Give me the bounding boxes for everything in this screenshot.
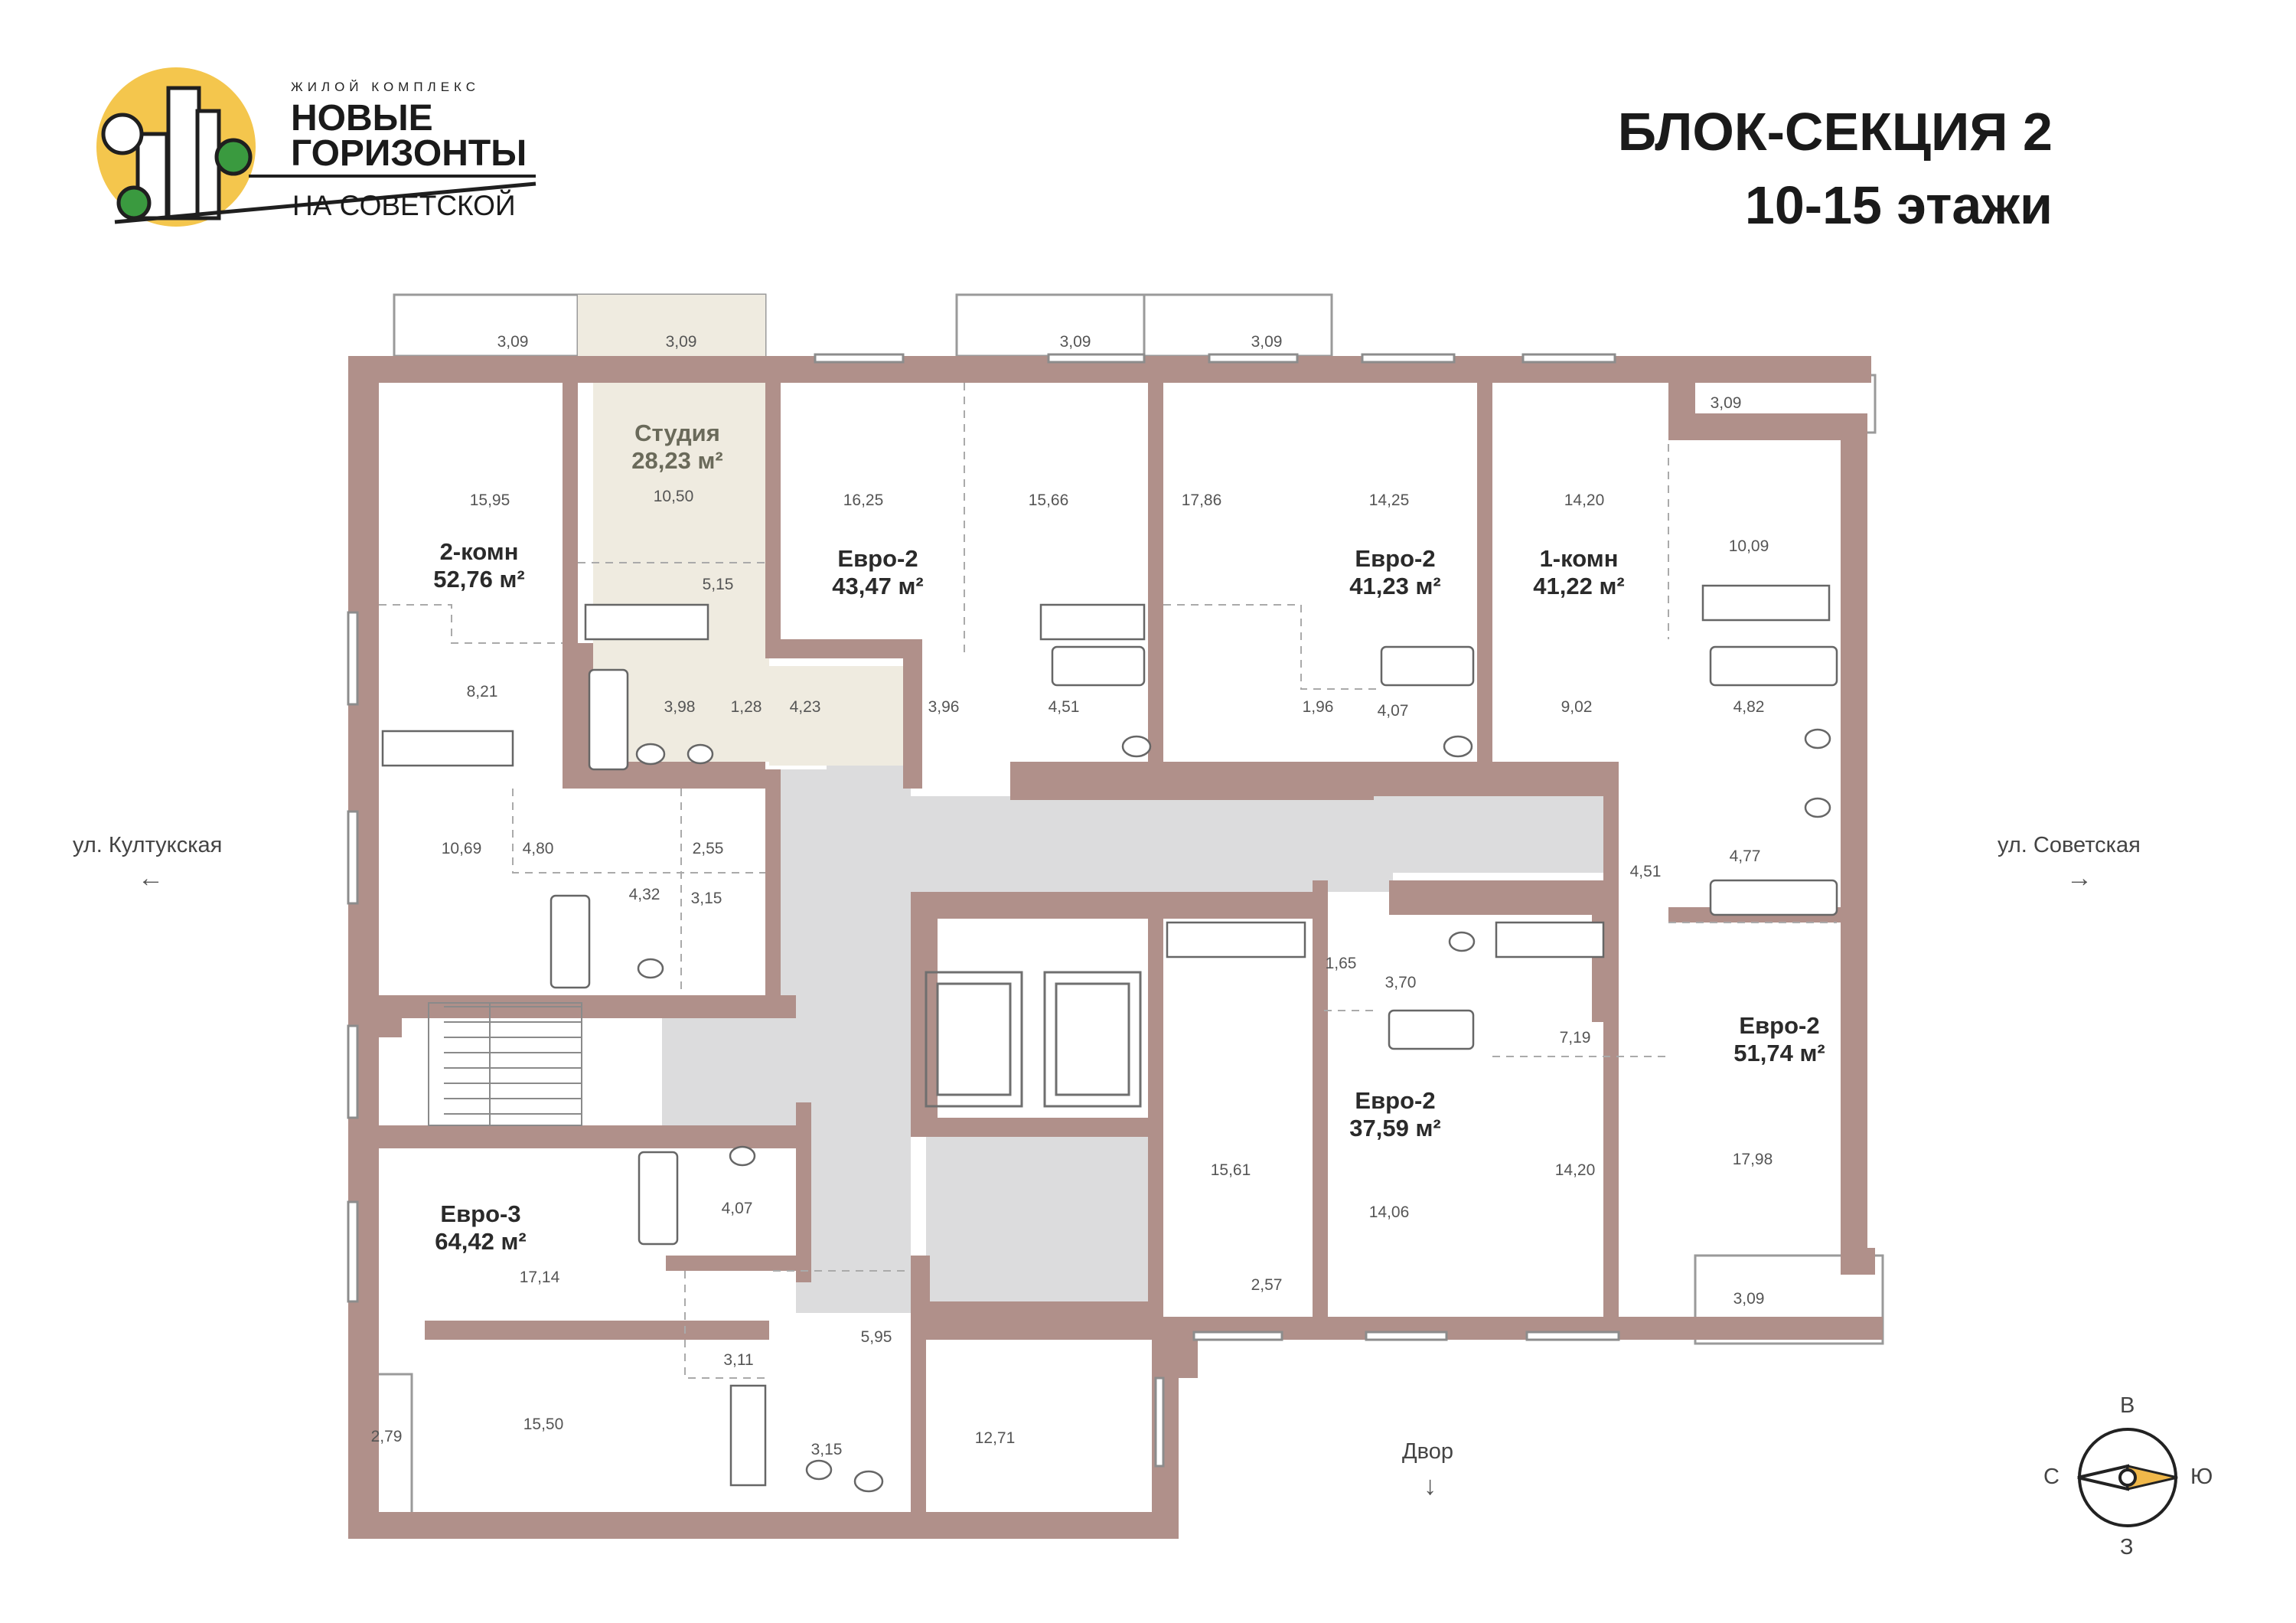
room-area-label: 3,09 bbox=[497, 333, 529, 351]
room-area-label: 4,32 bbox=[628, 886, 660, 903]
apartment-area: 28,23 м² bbox=[631, 447, 723, 474]
room-area-label: 4,07 bbox=[721, 1200, 753, 1217]
apartment-area: 43,47 м² bbox=[832, 573, 924, 599]
room-area-label: 3,98 bbox=[664, 698, 696, 716]
dashed-borders bbox=[379, 383, 1837, 1379]
apartment-type: 1-комн bbox=[1539, 545, 1619, 572]
street-right-label: ул. Советская bbox=[1998, 833, 2141, 857]
room-area-label: 3,15 bbox=[690, 890, 722, 907]
room-area-label: 14,20 bbox=[1554, 1161, 1596, 1179]
section-title: БЛОК-СЕКЦИЯ 2 bbox=[1617, 102, 2053, 162]
room-area-label: 3,09 bbox=[1059, 333, 1091, 351]
room-area-label: 3,09 bbox=[1251, 333, 1283, 351]
room-area-label: 3,70 bbox=[1384, 974, 1417, 991]
logo-emblem bbox=[96, 67, 536, 227]
compass-north: В bbox=[2120, 1393, 2135, 1418]
apartment-area: 37,59 м² bbox=[1349, 1115, 1441, 1141]
room-area-label: 10,69 bbox=[441, 840, 482, 857]
room-area-label: 4,82 bbox=[1733, 698, 1765, 716]
apartment-type: Евро-2 bbox=[1355, 545, 1436, 572]
room-area-label: 4,80 bbox=[522, 840, 554, 857]
room-area-label: 3,15 bbox=[810, 1441, 843, 1458]
compass-graphic bbox=[2077, 1428, 2178, 1527]
room-area-label: 17,98 bbox=[1732, 1151, 1773, 1168]
apartment-area: 41,23 м² bbox=[1349, 573, 1441, 599]
logo-subtitle: ЖИЛОЙ КОМПЛЕКС bbox=[291, 80, 481, 94]
bathroom-fixtures bbox=[550, 645, 1838, 1493]
kitchen-counters bbox=[381, 584, 1831, 1487]
room-area-label: 17,86 bbox=[1181, 491, 1222, 509]
room-area-label: 3,09 bbox=[665, 333, 697, 351]
logo-title-line3: НА СОВЕТСКОЙ bbox=[292, 190, 516, 221]
apartment-type: Евро-2 bbox=[1355, 1087, 1436, 1114]
room-area-label: 9,02 bbox=[1561, 698, 1593, 716]
room-area-label: 16,25 bbox=[843, 491, 884, 509]
logo-title-line1: НОВЫЕ bbox=[291, 98, 433, 139]
room-area-label: 2,57 bbox=[1251, 1276, 1283, 1294]
room-area-label: 14,20 bbox=[1564, 491, 1605, 509]
room-area-label: 15,50 bbox=[523, 1416, 564, 1433]
corridor-area bbox=[662, 766, 1607, 1313]
street-right-arrow: → bbox=[2066, 864, 2092, 893]
room-area-label: 4,77 bbox=[1729, 847, 1761, 865]
apartment-area: 64,42 м² bbox=[435, 1228, 527, 1255]
room-area-label: 15,66 bbox=[1028, 491, 1069, 509]
apartment-type: 2-комн bbox=[439, 538, 519, 565]
staircase bbox=[428, 1002, 582, 1126]
room-area-label: 12,71 bbox=[974, 1429, 1016, 1447]
room-area-label: 17,14 bbox=[519, 1269, 560, 1286]
room-area-label: 1,96 bbox=[1302, 698, 1334, 716]
room-area-label: 2,55 bbox=[692, 840, 724, 857]
apartment-area: 52,76 м² bbox=[433, 566, 525, 593]
apartment-type: Студия bbox=[634, 420, 720, 446]
compass-west: С bbox=[2043, 1465, 2060, 1489]
room-area-label: 3,11 bbox=[723, 1351, 754, 1369]
room-area-label: 5,15 bbox=[702, 576, 734, 593]
room-area-label: 5,95 bbox=[860, 1328, 892, 1346]
room-area-label: 3,09 bbox=[1710, 394, 1742, 412]
room-area-label: 14,06 bbox=[1368, 1203, 1410, 1221]
room-area-label: 15,61 bbox=[1210, 1161, 1251, 1179]
compass-south: З bbox=[2120, 1535, 2134, 1559]
room-area-label: 10,50 bbox=[653, 488, 694, 505]
courtyard-arrow: ↓ bbox=[1424, 1471, 1437, 1501]
apartment-area: 41,22 м² bbox=[1533, 573, 1625, 599]
room-area-label: 4,23 bbox=[789, 698, 821, 716]
room-area-label: 4,51 bbox=[1048, 698, 1080, 716]
courtyard-label: Двор bbox=[1402, 1439, 1453, 1464]
room-area-label: 15,95 bbox=[469, 491, 510, 509]
windows bbox=[347, 353, 1620, 1468]
room-area-label: 14,25 bbox=[1368, 491, 1410, 509]
apartment-type: Евро-2 bbox=[1739, 1012, 1820, 1039]
room-area-label: 3,09 bbox=[1733, 1290, 1765, 1308]
apartment-type: Евро-3 bbox=[440, 1200, 521, 1227]
room-area-label: 4,51 bbox=[1629, 863, 1662, 880]
room-area-label: 1,65 bbox=[1325, 955, 1357, 972]
apartment-type: Евро-2 bbox=[837, 545, 918, 572]
room-area-label: 2,79 bbox=[370, 1428, 403, 1445]
floors-subtitle: 10-15 этажи bbox=[1744, 175, 2053, 235]
apartment-area: 51,74 м² bbox=[1733, 1040, 1825, 1066]
street-left-label: ул. Култукская bbox=[73, 833, 223, 857]
room-area-label: 8,21 bbox=[466, 683, 498, 700]
logo-title-line2: ГОРИЗОНТЫ bbox=[291, 133, 527, 174]
street-left-arrow: ← bbox=[138, 864, 164, 893]
room-area-label: 10,09 bbox=[1728, 537, 1769, 555]
compass-east: Ю bbox=[2190, 1465, 2213, 1489]
elevators bbox=[925, 971, 1142, 1108]
room-area-label: 1,28 bbox=[730, 698, 762, 716]
room-area-label: 3,96 bbox=[928, 698, 960, 716]
room-area-label: 7,19 bbox=[1559, 1029, 1591, 1047]
room-area-label: 4,07 bbox=[1377, 702, 1409, 720]
